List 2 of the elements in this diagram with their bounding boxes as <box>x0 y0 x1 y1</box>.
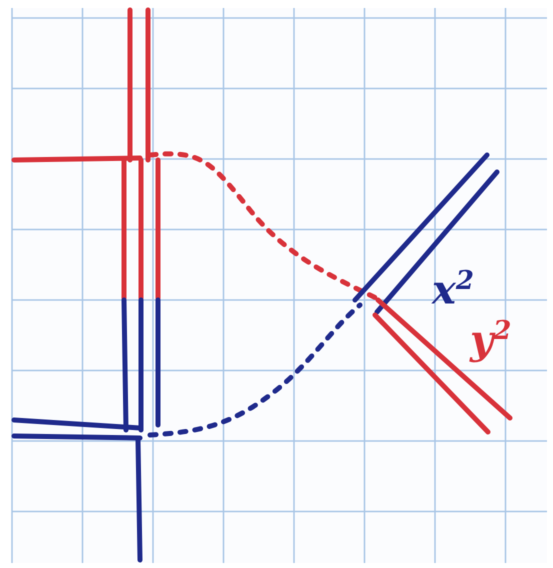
math-label: x$^{2}$ <box>432 268 474 310</box>
math-label: y$^{2}$ <box>470 318 512 360</box>
